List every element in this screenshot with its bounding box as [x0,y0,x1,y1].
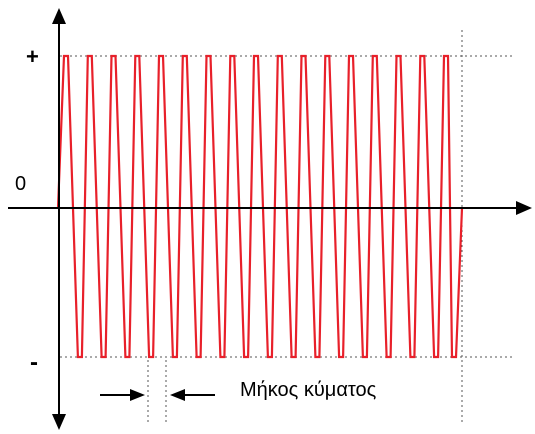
plus-label: + [26,44,39,69]
wave-line [56,54,464,359]
arrow-up-icon [52,8,66,24]
minus-label: - [30,349,38,376]
arrow-left-icon [170,389,215,401]
wavelength-label: Μήκος κύματος [240,379,377,401]
arrow-right-axis-icon [516,201,532,215]
arrow-down-icon [52,414,66,430]
zero-label: 0 [15,173,26,195]
arrow-right-icon [100,389,145,401]
